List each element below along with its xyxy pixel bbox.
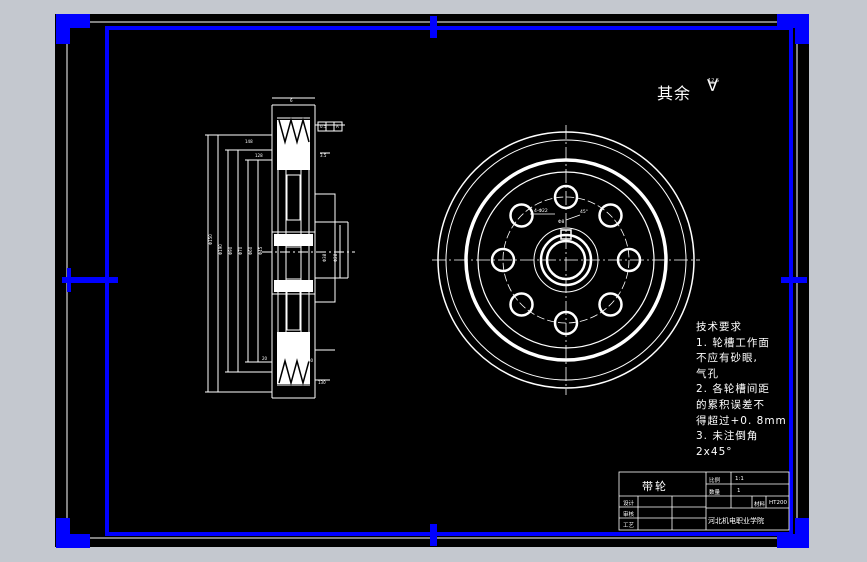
title-block-part-name: 带轮: [642, 480, 668, 493]
roughness-symbol-icon: ∀: [707, 76, 718, 95]
technical-requirement-line: 不应有砂眼,: [696, 352, 758, 365]
mid-handle-right[interactable]: [781, 277, 807, 283]
title-block-process-label: 工艺: [623, 523, 635, 529]
technical-requirement-line: 2x45°: [696, 445, 733, 458]
svg-text:6: 6: [290, 98, 293, 103]
technical-requirements: 技术要求 1. 轮槽工作面 不应有砂眼, 气孔 2. 各轮槽间距 的累积误差不 …: [696, 320, 787, 460]
title-block-designer-label: 设计: [623, 501, 635, 507]
roughness-value: 12.5: [708, 78, 720, 84]
corner-handle-top-right-h[interactable]: [777, 14, 809, 28]
technical-requirement-line: 气孔: [696, 367, 719, 380]
title-block-school: 河北机电职业学院: [708, 517, 764, 525]
pulley-section-view: [205, 97, 355, 399]
corner-handle-bottom-left-h[interactable]: [56, 534, 90, 548]
technical-requirement-line: 2. 各轮槽间距: [696, 383, 770, 396]
mid-handle-bottom[interactable]: [430, 524, 437, 546]
surface-finish-remaining-label: 其余: [657, 84, 692, 103]
title-block-checker-label: 审核: [623, 512, 635, 518]
svg-text:130: 130: [318, 380, 326, 385]
svg-text:Φ90: Φ90: [228, 246, 233, 255]
mid-handle-left-tick[interactable]: [67, 268, 71, 292]
front-view-dimension-text: 4-Φ22 Φ8 45°: [534, 208, 588, 225]
title-block-scale-value: 1:1: [735, 476, 744, 482]
svg-text:3.5: 3.5: [320, 153, 327, 158]
svg-text:Φ28: Φ28: [333, 253, 338, 262]
frame-handles[interactable]: [56, 14, 809, 548]
title-block-quantity-label: 数量: [709, 490, 721, 496]
svg-text:148: 148: [245, 139, 253, 144]
corner-handle-bottom-right-h[interactable]: [777, 534, 809, 548]
title-block-quantity-value: 1: [737, 488, 741, 494]
title-block-scale-label: 比例: [709, 478, 721, 484]
svg-text:4-Φ22: 4-Φ22: [534, 208, 548, 214]
mid-handle-left[interactable]: [62, 277, 118, 283]
technical-requirement-line: 得超过+0. 8mm: [696, 414, 787, 427]
svg-text:30: 30: [308, 358, 314, 363]
svg-text:128: 128: [255, 153, 263, 158]
svg-text:20: 20: [262, 356, 268, 361]
technical-requirements-title: 技术要求: [696, 321, 742, 333]
svg-text:A: A: [336, 124, 339, 129]
pulley-front-view: [432, 125, 700, 395]
title-block: [618, 471, 790, 531]
svg-text:Φ190: Φ190: [218, 244, 223, 255]
svg-text:Φ8: Φ8: [558, 219, 565, 225]
title-block-material-value: HT200: [769, 500, 787, 506]
technical-requirement-line: 3. 未注倒角: [696, 430, 759, 443]
drawing-sheet: [55, 14, 809, 547]
mid-handle-top[interactable]: [430, 16, 437, 38]
corner-handle-top-left-h[interactable]: [56, 14, 90, 28]
svg-text:0.5: 0.5: [320, 124, 327, 129]
svg-text:Φ45: Φ45: [258, 246, 263, 255]
technical-requirement-line: 1. 轮槽工作面: [696, 336, 770, 349]
svg-text:Φ38: Φ38: [322, 253, 327, 262]
svg-text:Φ60: Φ60: [248, 246, 253, 255]
section-dimension-text: 6 148 128 3.5 20 30 130 Φ150 Φ190 Φ90 Φ7…: [208, 98, 339, 385]
technical-requirement-line: 的累积误差不: [696, 398, 765, 411]
svg-text:Φ150: Φ150: [208, 234, 213, 245]
title-block-material-label: 材料: [754, 502, 766, 508]
svg-text:Φ70: Φ70: [238, 246, 243, 255]
svg-text:45°: 45°: [580, 209, 588, 215]
